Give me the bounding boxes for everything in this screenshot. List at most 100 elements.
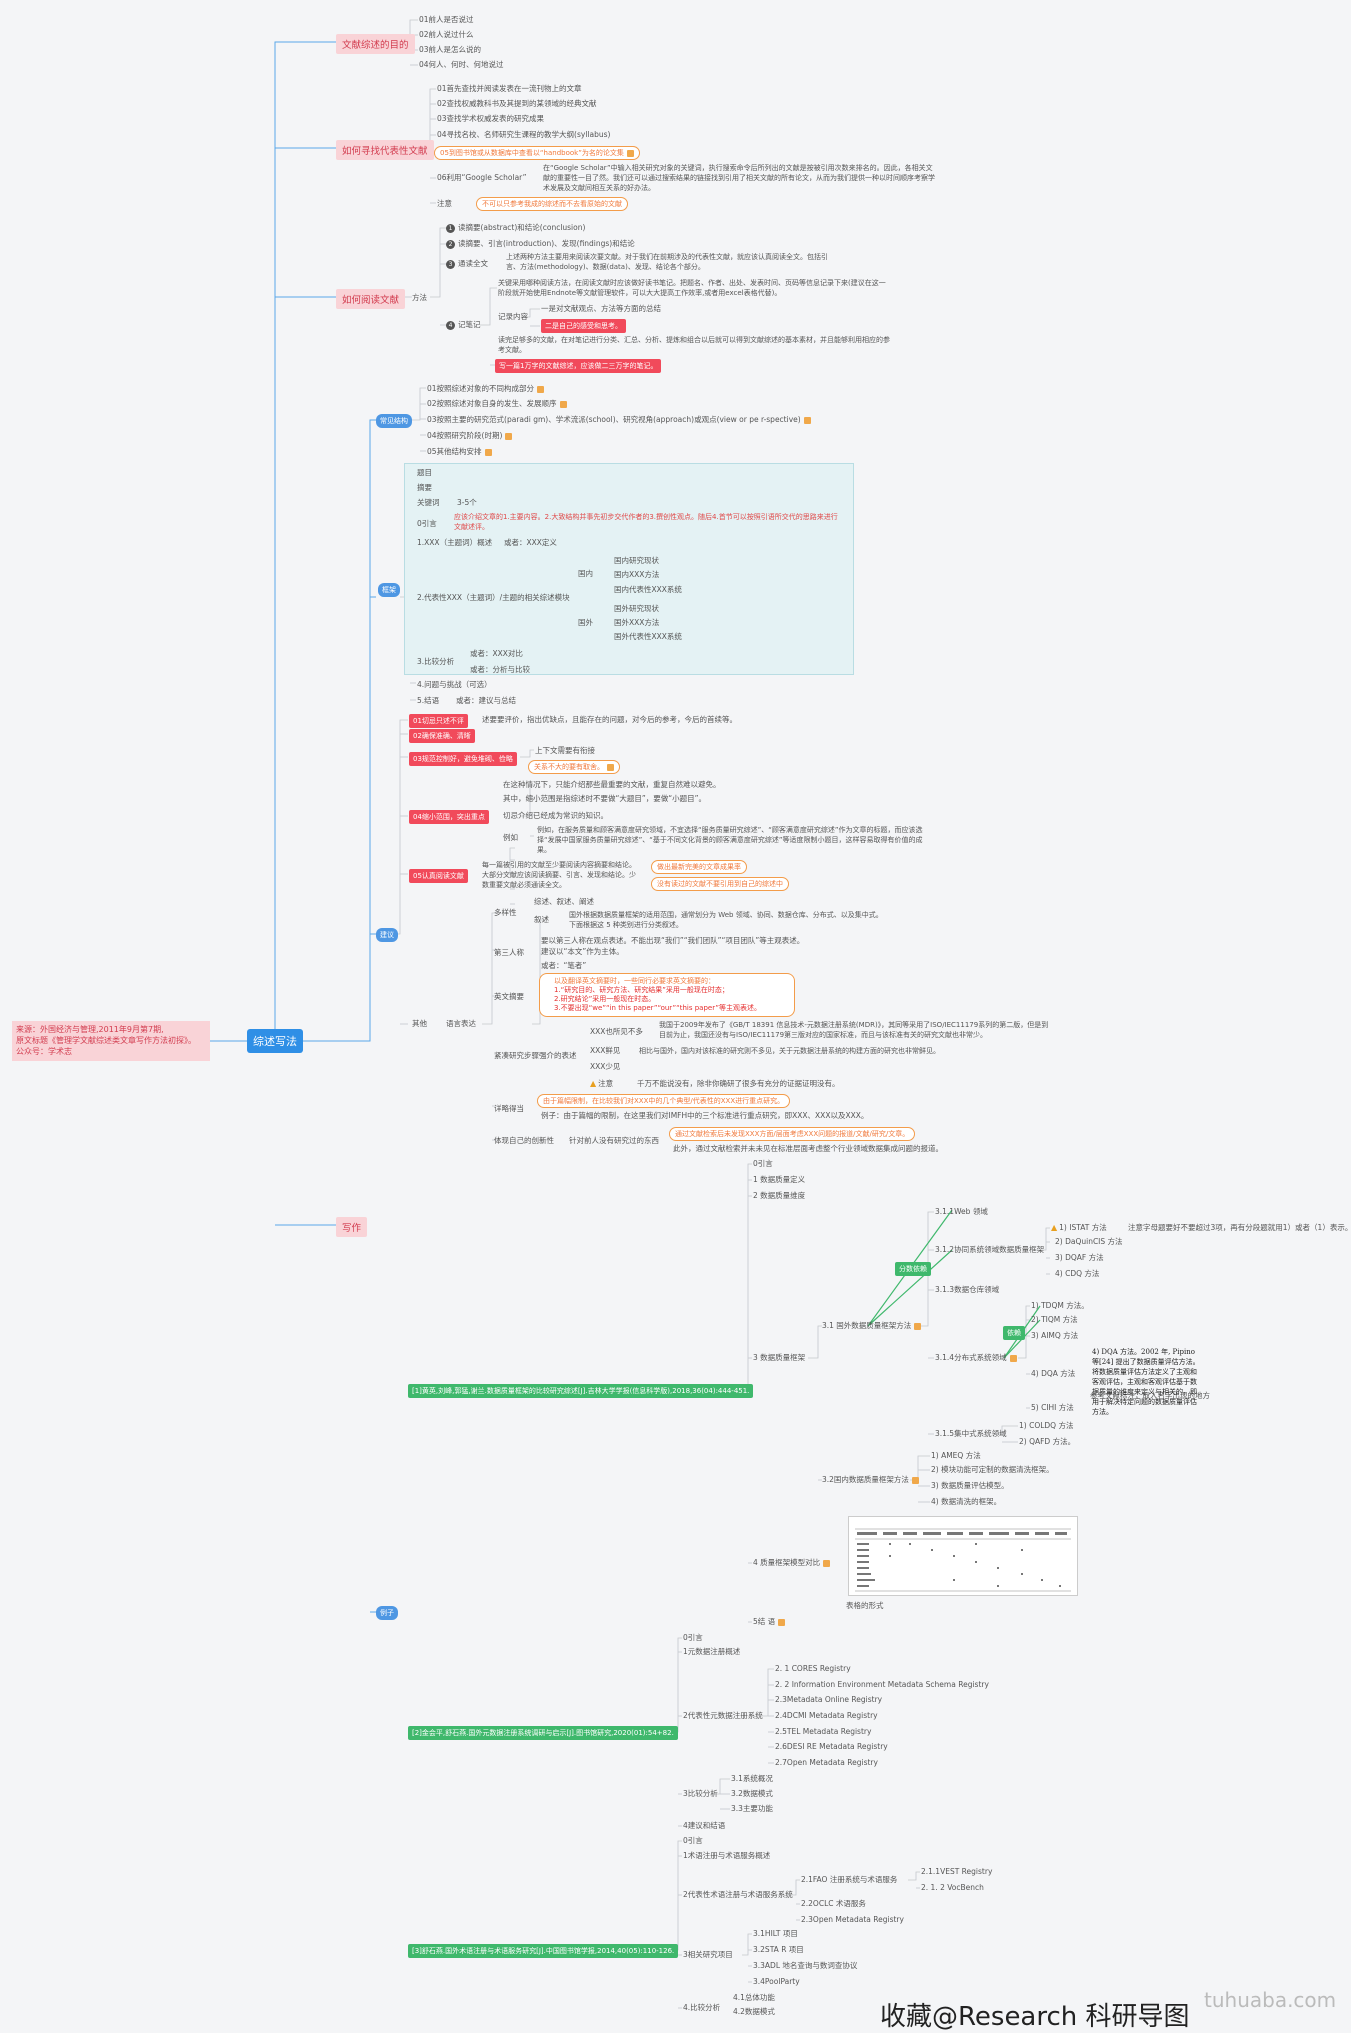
step-number-3: 3	[446, 260, 455, 269]
read-step: 读摘要(abstract)和结论(conclusion)	[458, 223, 586, 232]
example-1[interactable]: [1]黄英,刘峰,郭猛,谢兰.数据质量框架的比较研究综述[J].吉林大学学报(信…	[408, 1384, 754, 1398]
compare-item: 4.1总体功能	[733, 1993, 775, 2002]
tag-examples[interactable]: 例子	[376, 1606, 398, 1620]
concise-item: XXX也所见不多	[590, 1027, 643, 1036]
example-3[interactable]: [3]舒石燕.国外术语注册与术语服务研究[J].中国图书馆学报,2014,40(…	[408, 1944, 679, 1958]
example-2[interactable]: [2]金会平,舒石燕.国外元数据注册系统调研与启示[J].图书馆研究,2020(…	[408, 1726, 678, 1740]
english-abstract-box: 以及翻译英文摘要时，一些同行必要求英文摘要的： 1.“研究目的、研究方法、研究结…	[539, 973, 795, 1017]
framework-item: 摘要	[417, 483, 432, 492]
other-label: 其他	[412, 1019, 427, 1028]
method-item: 3) AIMQ 方法	[1031, 1331, 1079, 1340]
note-icon	[911, 1476, 919, 1484]
example-2-section: 3比较分析	[683, 1789, 718, 1798]
note-icon	[1009, 1354, 1017, 1362]
root-topic[interactable]: 综述写法	[247, 1029, 303, 1053]
notes-tip: 写一篇1万字的文献综述，应该做二三万字的笔记。	[495, 359, 662, 373]
notes-summary: 读完足够多的文献，在对笔记进行分类、汇总、分析、提炼和组合以后就可以得到文献综述…	[498, 336, 890, 354]
concise-item: XXX少见	[590, 1062, 621, 1071]
conclusion-alt: 或者：建议与总结	[456, 696, 516, 705]
concise-label: 紧凑研究步骤强介的表述	[494, 1051, 577, 1060]
domain-warehouse: 3.1.3数据仓库领域	[935, 1285, 1000, 1294]
find-item: 03查找学术权威发表的研究成果	[437, 114, 545, 123]
tag-common-structure[interactable]: 常见结构	[376, 414, 412, 428]
domestic-item: 国内XXX方法	[614, 570, 660, 579]
innovation-example: 此外，通过文献检索并未未见在标准层面考虑整个行业领域数据集成问题的报道。	[673, 1144, 943, 1153]
note-icon	[559, 400, 567, 408]
rule-4-example-label: 例如	[503, 833, 518, 842]
find-item-handbook: 05到图书馆或从数据库中查看以“handbook”为名的论文集	[434, 146, 640, 160]
diversity-label: 多样性	[494, 908, 517, 917]
rule-5-note: 做出最新完美的文章成果率	[651, 860, 747, 874]
branch-writing[interactable]: 写作	[336, 1217, 368, 1237]
compare-item: 3.2数据模式	[731, 1789, 773, 1798]
comparison-table-image	[848, 1516, 1078, 1596]
branch-find-literature[interactable]: 如何寻找代表性文献	[336, 140, 434, 160]
example-1-section: 4 质量框架模型对比	[753, 1557, 831, 1568]
framework-panel	[404, 463, 854, 675]
framework-item: 2.代表性XXX（主题词）/主题的相关综述模块	[417, 593, 570, 602]
step-number-4: 4	[446, 321, 455, 330]
purpose-item: 04何人、何时、何地说过	[419, 60, 504, 69]
example-1-section: 3 数据质量框架	[753, 1353, 806, 1362]
project-item: 3.4PoolParty	[753, 1977, 800, 1986]
table-grid	[855, 1528, 1071, 1592]
method-item: 2) QAFD 方法。	[1019, 1437, 1076, 1446]
english-abstract-intro: 以及翻译英文摘要时，一些同行必要求英文摘要的：	[554, 977, 715, 985]
rule-1-detail: 述要要评价，指出优缺点，且能存在的问题，对今后的参考，今后的首续等。	[482, 715, 737, 724]
step-number-2: 2	[446, 240, 455, 249]
domestic-methods-label: 3.2国内数据质量框架方法	[822, 1475, 909, 1484]
method-item: ▲1) ISTAT 方法	[1051, 1222, 1107, 1233]
tag-framework[interactable]: 框架	[378, 583, 400, 597]
rule-4: 04缩小范围，突出重点	[409, 810, 489, 824]
structure-item-label: 03按照主要的研究范式(paradi gm)、学术流派(school)、研究视角…	[427, 415, 801, 424]
registry-item: 2.3Metadata Online Registry	[775, 1695, 883, 1704]
domain-distributed-label: 3.1.4分布式系统领域	[935, 1353, 1007, 1362]
method-item: 5) CIHI 方法	[1031, 1403, 1074, 1412]
find-item-note: 注意	[437, 199, 452, 208]
note-icon	[803, 416, 811, 424]
third-person-item: 或者：“笔者”	[541, 961, 587, 970]
example-1-section: 1 数据质量定义	[753, 1175, 806, 1184]
concise-note: ▲注意	[590, 1078, 613, 1089]
rule-5: 05认真阅读文献	[409, 869, 468, 883]
domain-distributed: 3.1.4分布式系统领域	[935, 1352, 1017, 1363]
term-service: 2.1FAO 注册系统与术语服务	[801, 1875, 898, 1884]
tag-dependency: 依赖	[1003, 1326, 1025, 1340]
compare-item: 3.1系统概况	[731, 1774, 773, 1783]
example-3-section: 4.比较分析	[683, 2003, 721, 2012]
registry-item: 2.7Open Metadata Registry	[775, 1758, 878, 1767]
domain-collab: 3.1.2协同系统领域数据质量框架	[935, 1245, 1045, 1254]
structure-item: 05其他结构安排	[427, 446, 492, 457]
detail-balance-item: 例子：由于篇幅的限制，在这里我们对IMFH中的三个标准进行重点研究，即XXX、X…	[541, 1111, 869, 1120]
branch-read-literature[interactable]: 如何阅读文献	[336, 289, 406, 309]
framework-item: 0引言	[417, 519, 437, 528]
find-item: 04寻找名校、名师研究生课程的教学大纲(syllabus)	[437, 130, 611, 139]
example-2-section: 4建议和结语	[683, 1821, 726, 1830]
notes-detail-text: 关键采用哪种阅读方法，在阅读文献时应该做好读书笔记。把题名、作者、出处、发表时间…	[498, 279, 886, 297]
registry-item: 2.5TEL Metadata Registry	[775, 1727, 872, 1736]
domestic-item: 国内研究现状	[614, 556, 659, 565]
compare-alt: 或者：XXX对比	[470, 649, 523, 658]
example-1-section: 5结 语	[753, 1616, 786, 1627]
foreign-item: 国外研究现状	[614, 604, 659, 613]
keyword-count: 3-5个	[457, 498, 477, 507]
innovation-label: 体现自己的创新性	[494, 1136, 554, 1145]
rule-5-note: 没有读过的文献不要引用到自己的综述中	[651, 877, 789, 891]
intro-guidance: 应该介绍文章的1.主要内容。2.大致结构并事先初步交代作者的3.撰创性观点。随后…	[454, 513, 838, 531]
term-service: 2.2OCLC 术语服务	[801, 1899, 866, 1908]
example-1-section: 2 数据质量维度	[753, 1191, 806, 1200]
note-icon	[823, 1559, 831, 1567]
framework-item: 题目	[417, 468, 432, 477]
foreign-methods: 3.1 国外数据质量框架方法	[822, 1320, 922, 1331]
project-item: 3.2STA R 项目	[753, 1945, 804, 1954]
table-caption: 表格的形式	[846, 1601, 884, 1610]
tag-suggestions[interactable]: 建议	[376, 928, 398, 942]
purpose-item: 03前人是怎么说的	[419, 45, 482, 54]
framework-item: 5.结语	[417, 696, 440, 705]
find-item-scholar: 06利用“Google Scholar”	[437, 173, 527, 182]
term-service-item: 2. 1. 2 VocBench	[921, 1883, 984, 1892]
concise-note-label: 注意	[598, 1079, 614, 1088]
branch-purpose[interactable]: 文献综述的目的	[336, 34, 415, 54]
english-abstract-rule: 2.研究结论”采用一般现在时态。	[554, 995, 656, 1003]
